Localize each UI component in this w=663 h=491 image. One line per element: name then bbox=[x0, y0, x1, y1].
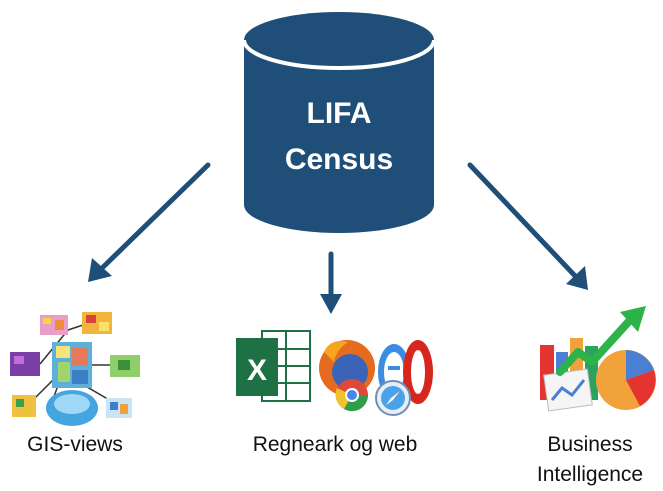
intelligence-label: Intelligence bbox=[536, 463, 644, 486]
arrow-to-gis bbox=[95, 162, 211, 275]
arrow-to-bi bbox=[467, 162, 581, 282]
business-label: Business bbox=[547, 433, 633, 456]
database-label-line2: Census bbox=[284, 143, 394, 176]
gis-views-label: GIS-views bbox=[27, 433, 123, 456]
excel-browsers-icon: X bbox=[236, 330, 433, 416]
regneark-og-web-label: Regneark og web bbox=[252, 433, 418, 456]
svg-text:X: X bbox=[247, 354, 267, 387]
gis-map-collage-icon bbox=[10, 312, 140, 426]
database-cylinder bbox=[242, 12, 436, 233]
database-label-line1: LIFA bbox=[306, 97, 372, 130]
bi-charts-icon bbox=[540, 306, 656, 412]
